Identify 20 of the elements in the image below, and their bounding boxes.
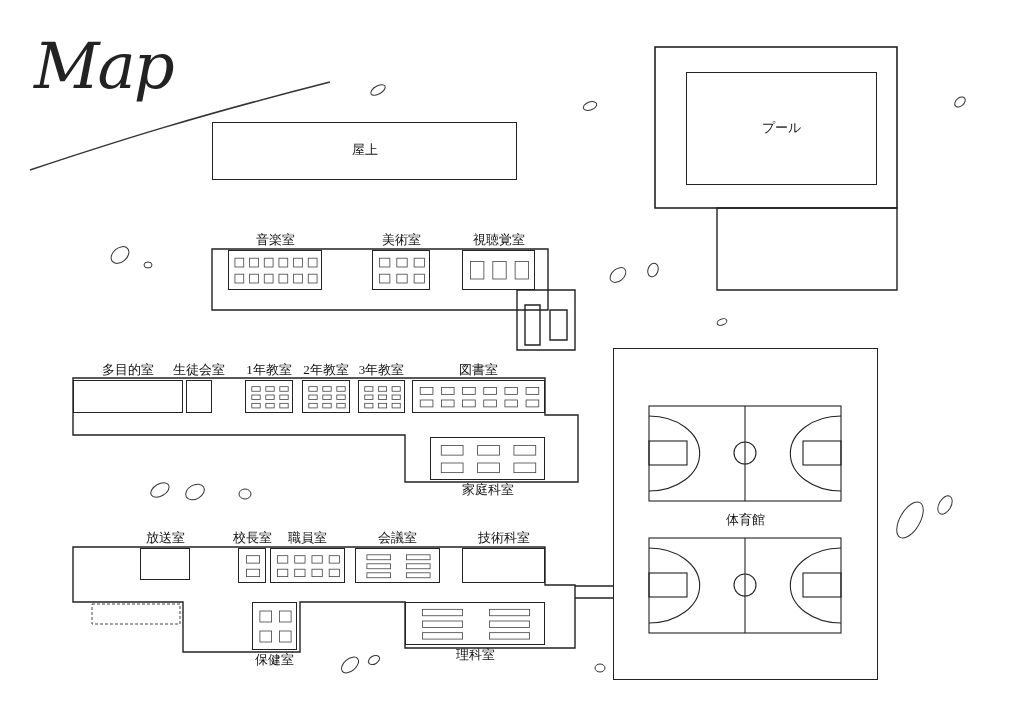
room-label: 3年教室: [358, 362, 405, 377]
room-label: 2年教室: [303, 362, 349, 377]
room-label: 理科室: [455, 648, 495, 663]
room-label: 音楽室: [255, 232, 295, 247]
room-label: 体育館: [726, 513, 765, 528]
room-label: 視聴覚室: [472, 232, 525, 247]
room-label: 美術室: [381, 232, 421, 247]
room-label: 技術科室: [477, 530, 530, 545]
room-label: 保健室: [255, 653, 294, 668]
room-label: 校長室: [232, 530, 272, 545]
room-label: 放送室: [145, 530, 185, 545]
room-label: 家庭科室: [461, 483, 514, 498]
room-label: 1年教室: [246, 362, 292, 377]
room-label: 屋上: [351, 143, 378, 158]
room-label: 会議室: [378, 530, 417, 545]
room-label: 職員室: [288, 530, 327, 545]
room-label: 多目的室: [102, 362, 154, 377]
room-label: 図書室: [459, 362, 498, 377]
room-label: プール: [762, 120, 801, 135]
room-label: 生徒会室: [173, 362, 225, 377]
